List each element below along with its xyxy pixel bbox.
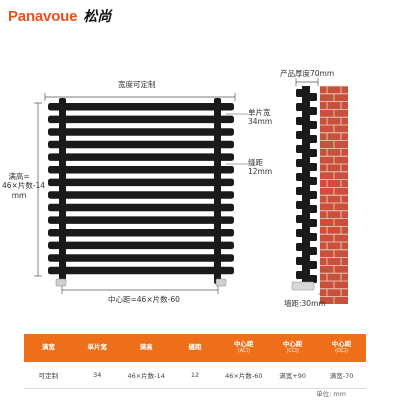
cell-full-width: 可定制 (24, 362, 73, 389)
side-tooth-right (309, 163, 317, 171)
radiator-bar (48, 178, 234, 187)
piece-width-label: 单片宽 34mm (248, 108, 272, 127)
wall-distance-label: 墙距:30mm (284, 299, 326, 308)
header-gap: 缝距 (170, 334, 220, 362)
brand-logo: Panavoue 松尚 (8, 6, 111, 26)
header-center-d: 中心距(D口) (317, 334, 366, 362)
side-tooth-left (296, 131, 303, 139)
side-tooth-left (296, 173, 303, 181)
radiator-bar (48, 266, 234, 275)
radiator-bar (48, 203, 234, 212)
width-label: 宽度可定制 (118, 80, 156, 89)
radiator-side-body (302, 86, 310, 286)
side-tooth-left (296, 159, 303, 167)
side-valve-icon (291, 281, 315, 291)
height-label: 满高= 46×片数-14 mm (2, 172, 46, 200)
header-full-height: 满高 (121, 334, 171, 362)
thickness-label: 产品厚度70mm (280, 69, 335, 78)
side-tooth-right (309, 177, 317, 185)
side-tooth-left (296, 145, 303, 153)
side-tooth-right (309, 135, 317, 143)
header-full-width: 满宽 (24, 334, 73, 362)
side-tooth-left (296, 117, 303, 125)
header-center-a: 中心距(A口) (219, 334, 269, 362)
side-tooth-left (296, 229, 303, 237)
side-tooth-left (296, 103, 303, 111)
cell-gap: 12 (170, 362, 220, 389)
radiator-bar (48, 191, 234, 199)
height-label-line-3: mm (11, 190, 27, 200)
side-tooth-right (309, 191, 317, 199)
spec-table: 满宽 单片宽 满高 缝距 中心距(A口) 中心距(C口) 中心距(D口) 可定制… (24, 334, 366, 389)
radiator-bar (48, 241, 234, 250)
radiator-bar (48, 254, 234, 262)
side-tooth-left (296, 271, 303, 279)
center-distance-label: 中心距=46×片数-60 (108, 295, 180, 304)
side-tooth-right (309, 219, 317, 227)
radiator-bar (48, 216, 234, 224)
radiator-bar (48, 128, 234, 136)
side-tooth-right (309, 261, 317, 269)
header-piece-width: 单片宽 (72, 334, 122, 362)
side-tooth-right (309, 107, 317, 115)
cell-center-a: 46×片数-60 (219, 362, 269, 389)
radiator-bar (48, 140, 234, 149)
cell-piece-width: 34 (72, 362, 122, 389)
side-tooth-left (296, 215, 303, 223)
valve-left-icon (55, 278, 67, 287)
side-tooth-right (309, 205, 317, 213)
radiator-bar (48, 166, 234, 174)
gap-line-2: 12mm (248, 167, 273, 177)
header-center-c: 中心距(C口) (268, 334, 318, 362)
spec-table-header-row: 满宽 单片宽 满高 缝距 中心距(A口) 中心距(C口) 中心距(D口) (24, 334, 366, 362)
radiator-bar (48, 153, 234, 161)
height-label-line-1: 满高= (8, 172, 30, 181)
side-tooth-right (309, 149, 317, 157)
side-tooth-right (309, 93, 317, 101)
brand-name-cn: 松尚 (83, 9, 112, 25)
cell-full-height: 46×片数-14 (121, 362, 171, 389)
side-tooth-left (296, 243, 303, 251)
side-tooth-right (309, 233, 317, 241)
gap-line-1: 缝距 (248, 158, 263, 167)
radiator-bar (48, 103, 234, 111)
piece-width-line-1: 单片宽 (248, 108, 271, 117)
height-label-line-2: 46×片数-14 (2, 181, 46, 191)
gap-label: 缝距 12mm (248, 158, 272, 177)
cell-center-c: 满宽+90 (268, 362, 318, 389)
side-tooth-right (309, 121, 317, 129)
piece-width-line-2: 34mm (248, 117, 273, 127)
valve-right-icon (215, 278, 227, 287)
table-row: 可定制 34 46×片数-14 12 46×片数-60 满宽+90 满宽-70 (24, 362, 366, 389)
side-tooth-left (296, 201, 303, 209)
radiator-bar (48, 229, 234, 237)
radiator-diagram (34, 78, 348, 305)
side-tooth-left (296, 89, 303, 97)
cell-center-d: 满宽-70 (317, 362, 366, 389)
side-tooth-right (309, 275, 317, 283)
radiator-bar (48, 115, 234, 124)
unit-label: 单位: mm (316, 390, 346, 398)
side-tooth-right (309, 247, 317, 255)
side-tooth-left (296, 187, 303, 195)
brand-name-en: Panavoue (8, 7, 78, 25)
side-tooth-left (296, 257, 303, 265)
